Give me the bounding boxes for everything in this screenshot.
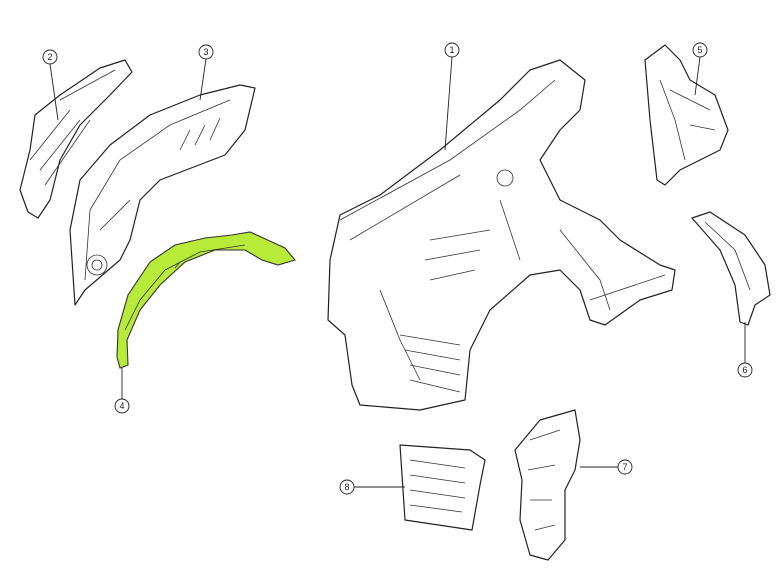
part-3-inner-panel <box>69 84 256 306</box>
part-4-wheelhouse-liner <box>116 231 296 369</box>
callout-8: 8 <box>339 479 355 495</box>
part-2-rail <box>19 59 133 219</box>
svg-text:7: 7 <box>622 462 627 472</box>
callout-5: 5 <box>692 42 708 58</box>
callout-6: 6 <box>737 362 753 378</box>
callout-1: 1 <box>444 42 460 58</box>
part-5-bracket <box>644 44 729 186</box>
part-7-wheelhouse-outer <box>514 409 581 561</box>
part-8-panel <box>399 444 486 531</box>
svg-text:1: 1 <box>449 45 454 55</box>
svg-text:2: 2 <box>47 52 52 62</box>
part-6-extension <box>691 211 771 326</box>
callout-3: 3 <box>198 44 214 60</box>
svg-text:3: 3 <box>203 47 208 57</box>
svg-text:8: 8 <box>344 482 349 492</box>
callout-7: 7 <box>617 459 633 475</box>
svg-text:6: 6 <box>742 365 747 375</box>
callout-4: 4 <box>114 398 130 414</box>
leader-lines <box>49 56 746 488</box>
part-1-body-side-assembly <box>327 59 676 411</box>
svg-text:5: 5 <box>697 45 702 55</box>
callout-2: 2 <box>42 49 58 65</box>
svg-text:4: 4 <box>119 401 124 411</box>
